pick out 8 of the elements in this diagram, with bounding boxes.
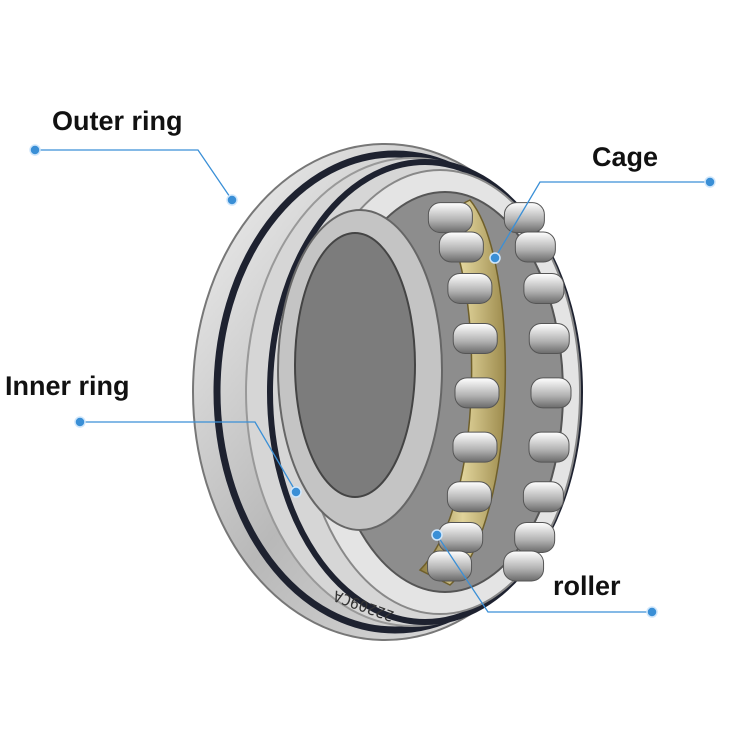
part-label: Cage — [592, 144, 658, 171]
leader-line — [431, 529, 658, 618]
part-label: Inner ring — [5, 373, 130, 400]
part-label: Outer ring — [52, 108, 183, 135]
part-label: roller — [553, 573, 621, 600]
leader-line — [74, 416, 302, 498]
leader-line — [29, 144, 238, 206]
leader-line — [489, 176, 716, 264]
